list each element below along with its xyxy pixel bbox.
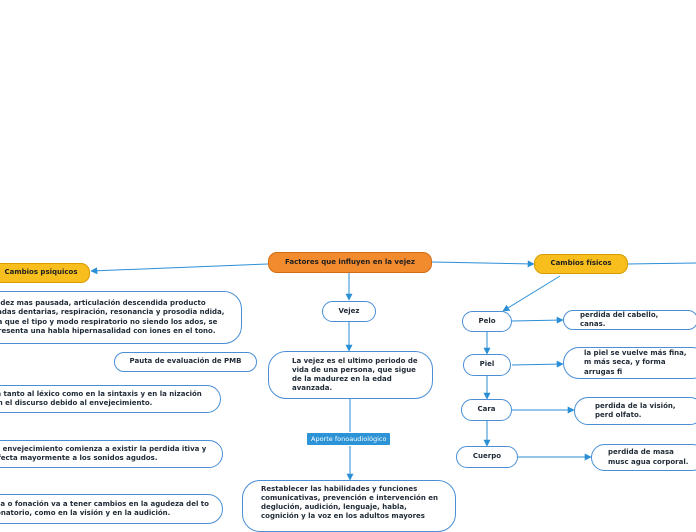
- connector-pelo-detail: [511, 316, 564, 324]
- mind-map-canvas: Factores que influyen en la vejez Cambio…: [0, 252, 696, 532]
- fisicos-piel-node[interactable]: Piel: [463, 354, 511, 376]
- psiquicos-habla-node[interactable]: uidez mas pausada, articulación descendi…: [0, 291, 242, 344]
- cara-detail-node[interactable]: perdida de la visión, perd olfato.: [574, 397, 696, 425]
- connector-layer: [90, 260, 696, 481]
- psiquicos-voz-node[interactable]: bla o fonación va a tener cambios en la …: [0, 494, 223, 524]
- aporte-contribution-node[interactable]: Restablecer las habilidades y funciones …: [242, 480, 456, 532]
- fisicos-pelo-node[interactable]: Pelo: [462, 311, 512, 332]
- connector-fisicos-offscreen: [627, 262, 696, 265]
- vejez-node[interactable]: Vejez: [322, 301, 376, 322]
- piel-detail-node[interactable]: la piel se vuelve más fina, m más seca, …: [563, 347, 696, 379]
- central-topic[interactable]: Factores que influyen en la vejez: [268, 252, 432, 273]
- connector-fisicos-pelo: [502, 275, 561, 312]
- vejez-definition-node[interactable]: La vejez es el ultimo periodo de vida de…: [268, 351, 433, 399]
- branch-cambios-psiquicos[interactable]: Cambios psiquicos: [0, 263, 90, 283]
- connector-piel-detail: [511, 360, 564, 368]
- connector-central-fisicos: [431, 260, 535, 268]
- psiquicos-lenguaje-node[interactable]: ta tanto al léxico como en la sintaxis y…: [0, 385, 221, 413]
- aporte-fonoaudiologico-tag[interactable]: Aporte fonoaudiológico: [307, 433, 391, 445]
- branch-cambios-fisicos[interactable]: Cambios físicos: [534, 254, 628, 274]
- cuerpo-detail-node[interactable]: perdida de masa musc agua corporal.: [591, 444, 696, 471]
- pelo-detail-node[interactable]: perdida del cabello, canas.: [563, 310, 696, 330]
- fisicos-cara-node[interactable]: Cara: [461, 399, 512, 421]
- fisicos-cuerpo-node[interactable]: Cuerpo: [456, 446, 518, 468]
- psiquicos-audicion-node[interactable]: el envejecimiento comienza a existir la …: [0, 440, 223, 468]
- psiquicos-pauta-node[interactable]: Pauta de evaluación de PMB: [114, 352, 257, 372]
- connector-central-psiquicos: [90, 263, 269, 275]
